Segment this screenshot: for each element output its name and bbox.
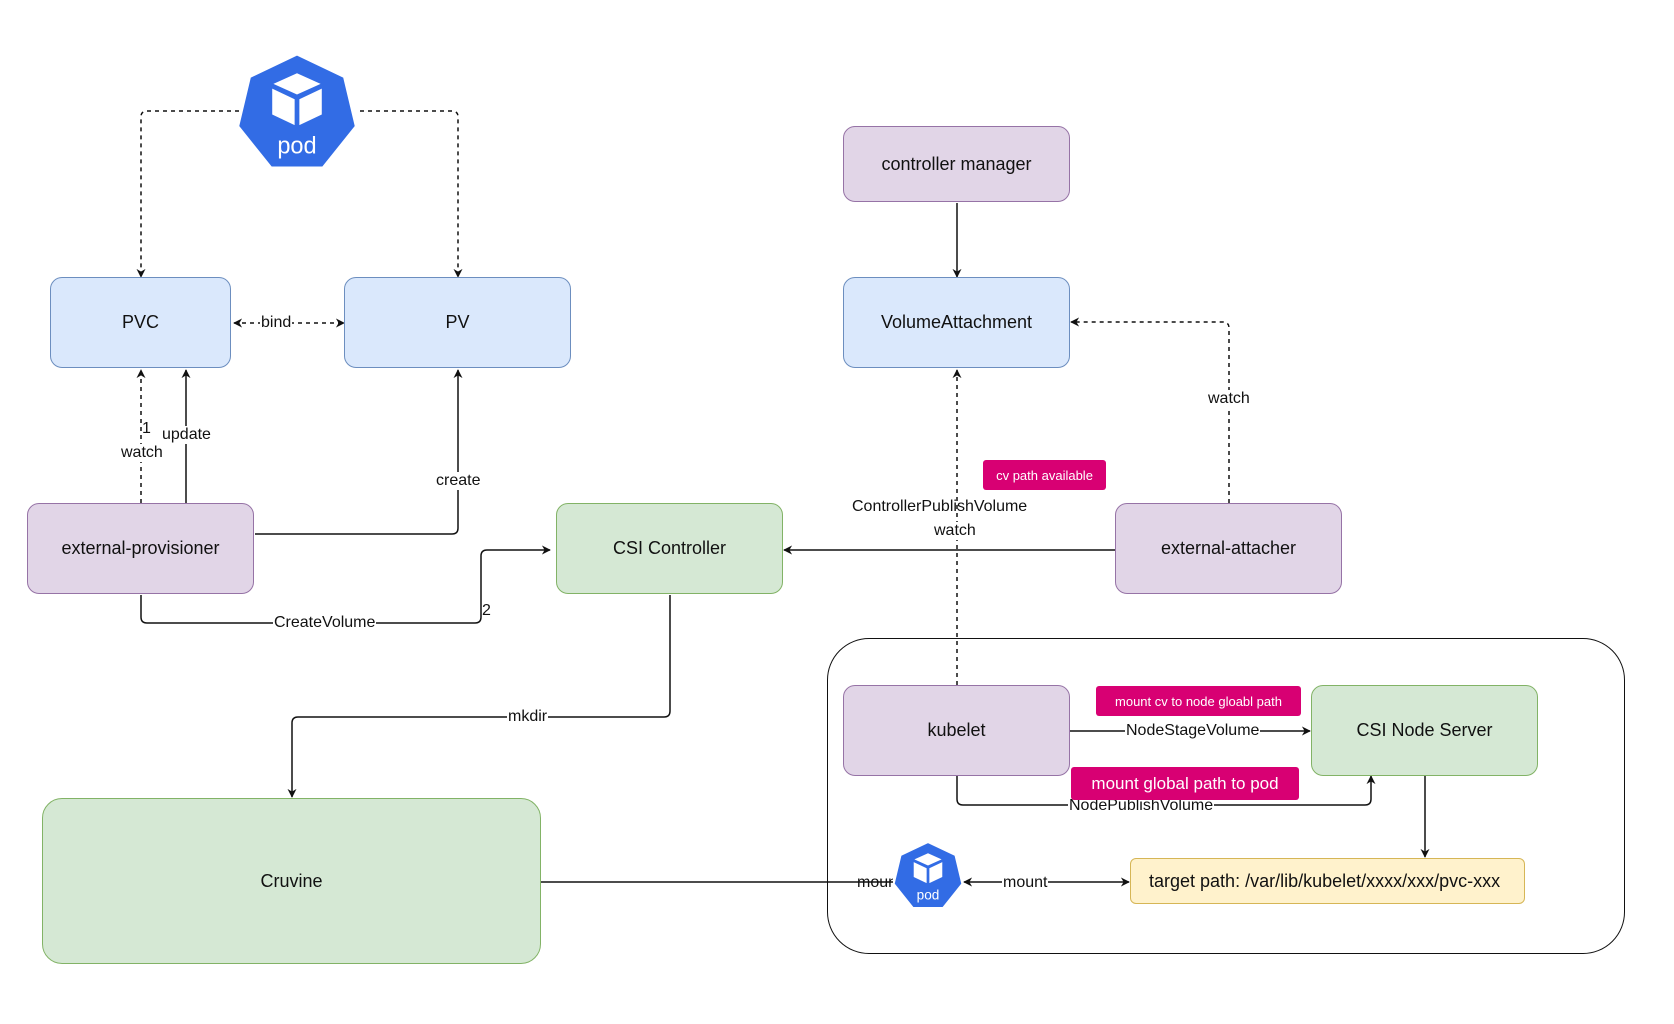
controller-manager-node[interactable]: controller manager <box>843 126 1070 202</box>
edge-label-bind: bind <box>260 314 293 332</box>
edge-label-watch-pvc: watch <box>120 444 164 462</box>
edge-pod-to-pv <box>360 110 463 278</box>
pvc-node[interactable]: PVC <box>50 277 231 368</box>
svg-text:pod: pod <box>917 887 940 902</box>
external-attacher-node[interactable]: external-attacher <box>1115 503 1342 594</box>
edge-label-watch-va: watch <box>1207 390 1251 408</box>
edge-label-watch-kubelet: watch <box>933 522 977 540</box>
edge-label-create-volume: CreateVolume <box>273 614 377 632</box>
edge-create-volume <box>140 545 551 624</box>
edge-label-controller-publish: ControllerPublishVolume <box>852 498 1028 515</box>
external-provisioner-node[interactable]: external-provisioner <box>27 503 254 594</box>
edge-label-update: update <box>161 426 212 444</box>
kubelet-node[interactable]: kubelet <box>843 685 1070 776</box>
edge-provisioner-create-pv <box>255 369 463 535</box>
csi-controller-node[interactable]: CSI Controller <box>556 503 783 594</box>
edge-label-mkdir: mkdir <box>507 708 549 726</box>
badge-mount-global-path: mount global path to pod <box>1071 767 1299 800</box>
cruvine-node[interactable]: Cruvine <box>42 798 541 964</box>
edge-attacher-watch-va <box>1070 317 1230 503</box>
pv-node[interactable]: PV <box>344 277 571 368</box>
edge-label-mount-right: mount <box>1002 874 1049 892</box>
kubernetes-pod-icon: pod <box>236 52 358 170</box>
csi-node-server-node[interactable]: CSI Node Server <box>1311 685 1538 776</box>
edge-label-mount-left: mount <box>857 874 893 891</box>
edge-pod-to-pvc <box>136 110 239 278</box>
svg-text:pod: pod <box>277 132 316 158</box>
kubernetes-pod-icon: pod <box>893 841 963 909</box>
node-boundary-frame <box>827 638 1625 954</box>
edge-label-node-stage: NodeStageVolume <box>1125 722 1261 740</box>
target-path-node[interactable]: target path: /var/lib/kubelet/xxxx/xxx/p… <box>1130 858 1525 904</box>
edge-label-create: create <box>435 472 482 490</box>
badge-mount-cv-to-node: mount cv to node gloabl path <box>1096 686 1301 716</box>
badge-cv-path-available: cv path available <box>983 460 1106 490</box>
edge-label-step-2: 2 <box>482 602 491 619</box>
volume-attachment-node[interactable]: VolumeAttachment <box>843 277 1070 368</box>
edge-label-step-1: 1 <box>142 420 151 437</box>
edge-label-node-publish: NodePublishVolume <box>1068 797 1215 815</box>
edge-mkdir <box>287 595 671 798</box>
